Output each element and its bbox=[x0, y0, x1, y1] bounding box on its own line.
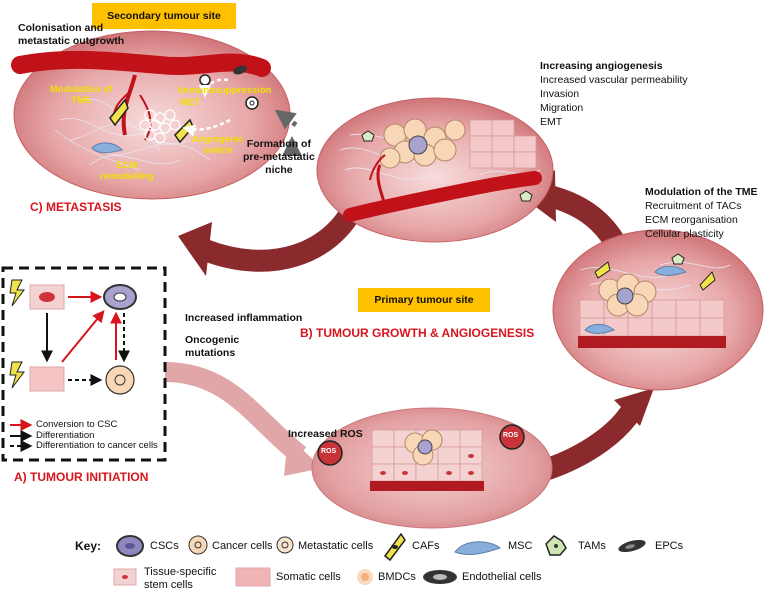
key-title: Key: bbox=[75, 539, 102, 553]
angiogenesis-item: Increased vascular permeability bbox=[540, 74, 688, 86]
tam-icon bbox=[545, 535, 567, 556]
ros-badge-left bbox=[317, 440, 343, 466]
somatic-cell-icon bbox=[235, 567, 271, 587]
endothelial-cell-icon bbox=[423, 570, 457, 584]
metastasis-arrowhead bbox=[178, 222, 212, 276]
formation-premetastatic-label: Formation of pre-metastatic niche bbox=[243, 138, 315, 177]
bmdc-icon bbox=[357, 569, 373, 585]
key-label-cafs: CAFs bbox=[412, 540, 440, 552]
key-label-cancer-cells: Cancer cells bbox=[212, 540, 273, 552]
cancer-cell-icon bbox=[188, 535, 208, 555]
modulation-tme-label: Modulation of TME bbox=[50, 84, 113, 107]
metastatic-cell-icon bbox=[276, 536, 294, 554]
metastasis-title: C) METASTASIS bbox=[30, 200, 122, 214]
ecm-remodelling-label: ECM remodelling bbox=[100, 160, 154, 183]
initiation-legend-conversion: Conversion to CSC bbox=[36, 419, 118, 430]
growth-arrowhead bbox=[614, 388, 654, 426]
key-label-somatic-cells: Somatic cells bbox=[276, 571, 341, 583]
tme-oval bbox=[552, 229, 764, 391]
colonisation-label: Colonisation and metastatic outgrowth bbox=[18, 22, 125, 48]
tme-item: Recruitment of TACs bbox=[645, 200, 742, 212]
key-label-metastatic-cells: Metastatic cells bbox=[298, 540, 374, 552]
immunosuppression-label: Immunosuppression bbox=[178, 85, 272, 96]
premetastatic-arrow-1 bbox=[274, 109, 298, 130]
ros-badge-left-label: ROS bbox=[321, 448, 337, 455]
key-label-bmdcs: BMDCs bbox=[378, 571, 416, 583]
primary-site-banner: Primary tumour site bbox=[358, 288, 490, 312]
key-label-tissue-stem-cells: Tissue-specific stem cells bbox=[144, 566, 217, 591]
key-label-tams: TAMs bbox=[578, 540, 606, 552]
key-icons bbox=[113, 532, 646, 587]
metastasis-flow-arrow bbox=[201, 199, 365, 272]
angiogenesis-item: Invasion bbox=[540, 88, 580, 100]
angiogenesis-item: EMT bbox=[540, 116, 563, 128]
growth-angiogenesis-title: B) TUMOUR GROWTH & ANGIOGENESIS bbox=[300, 326, 535, 340]
tme-item: Cellular plasticity bbox=[645, 228, 724, 240]
angiogenic-switch-label: Angiogenic switch bbox=[192, 134, 244, 157]
key-label-cscs: CSCs bbox=[150, 540, 179, 552]
key-label-epcs: EPCs bbox=[655, 540, 684, 552]
secondary-site-oval bbox=[11, 30, 291, 200]
initiation-title: A) TUMOUR INITIATION bbox=[14, 470, 149, 484]
tissue-stem-cell-icon bbox=[113, 568, 137, 586]
angiogenesis-oval bbox=[316, 97, 554, 243]
tme-heading: Modulation of the TME bbox=[645, 186, 758, 198]
key-label-endothelial-cells: Endothelial cells bbox=[462, 571, 542, 583]
epc-icon bbox=[618, 539, 646, 553]
initiation-legend-differentiation: Differentiation bbox=[36, 430, 95, 441]
ros-badge-right-label: ROS bbox=[503, 432, 519, 439]
tme-item: ECM reorganisation bbox=[645, 214, 738, 226]
secondary-site-banner: Secondary tumour site bbox=[92, 3, 236, 29]
caf-icon bbox=[383, 532, 406, 562]
met-label: MET bbox=[180, 97, 201, 108]
msc-icon bbox=[454, 541, 502, 555]
key-label-msc: MSC bbox=[508, 540, 533, 552]
growth-to-tme-arrow bbox=[541, 403, 642, 481]
oncogenic-label: Oncogenic mutations bbox=[185, 334, 240, 360]
initiation-to-primary-arrow bbox=[164, 362, 307, 463]
angiogenesis-heading: Increasing angiogenesis bbox=[540, 60, 663, 72]
csc-cell-icon bbox=[116, 535, 144, 557]
increased-ros-label: Increased ROS bbox=[288, 428, 363, 440]
angiogenesis-item: Migration bbox=[540, 102, 584, 114]
initiation-legend-differentiation-cancer: Differentiation to cancer cells bbox=[36, 440, 158, 451]
initiation-box bbox=[1, 266, 167, 462]
ros-badge-right bbox=[499, 424, 525, 450]
primary-site-oval bbox=[311, 407, 553, 529]
inflammation-label: Increased inflammation bbox=[185, 312, 303, 324]
